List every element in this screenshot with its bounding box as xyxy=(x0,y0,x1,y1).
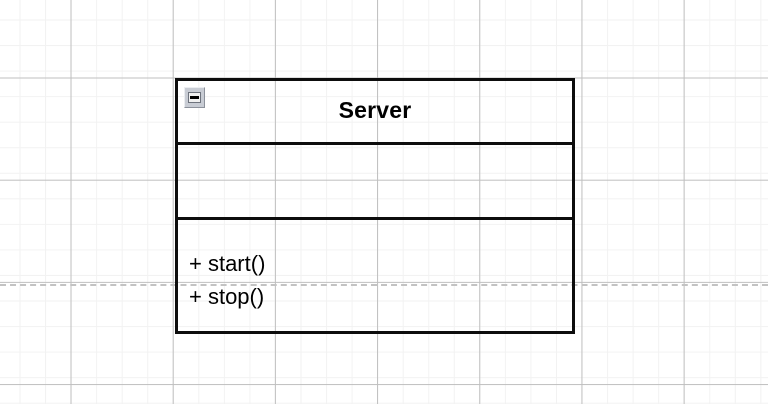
uml-attributes-section[interactable] xyxy=(178,142,572,217)
uml-member-item[interactable]: + start() xyxy=(189,251,266,276)
uml-operation-list: + start() + stop() xyxy=(178,247,572,313)
collapse-toggle-button[interactable] xyxy=(184,87,205,108)
uml-operations-section[interactable]: + start() + stop() xyxy=(178,217,572,331)
minus-icon-bar xyxy=(190,96,199,99)
uml-class-name: Server xyxy=(338,97,412,123)
uml-class-title-section[interactable]: Server xyxy=(178,81,572,142)
uml-member-item[interactable]: + stop() xyxy=(189,284,265,309)
minus-icon xyxy=(188,92,201,103)
uml-class-server[interactable]: Server + start() + stop() xyxy=(175,78,575,334)
